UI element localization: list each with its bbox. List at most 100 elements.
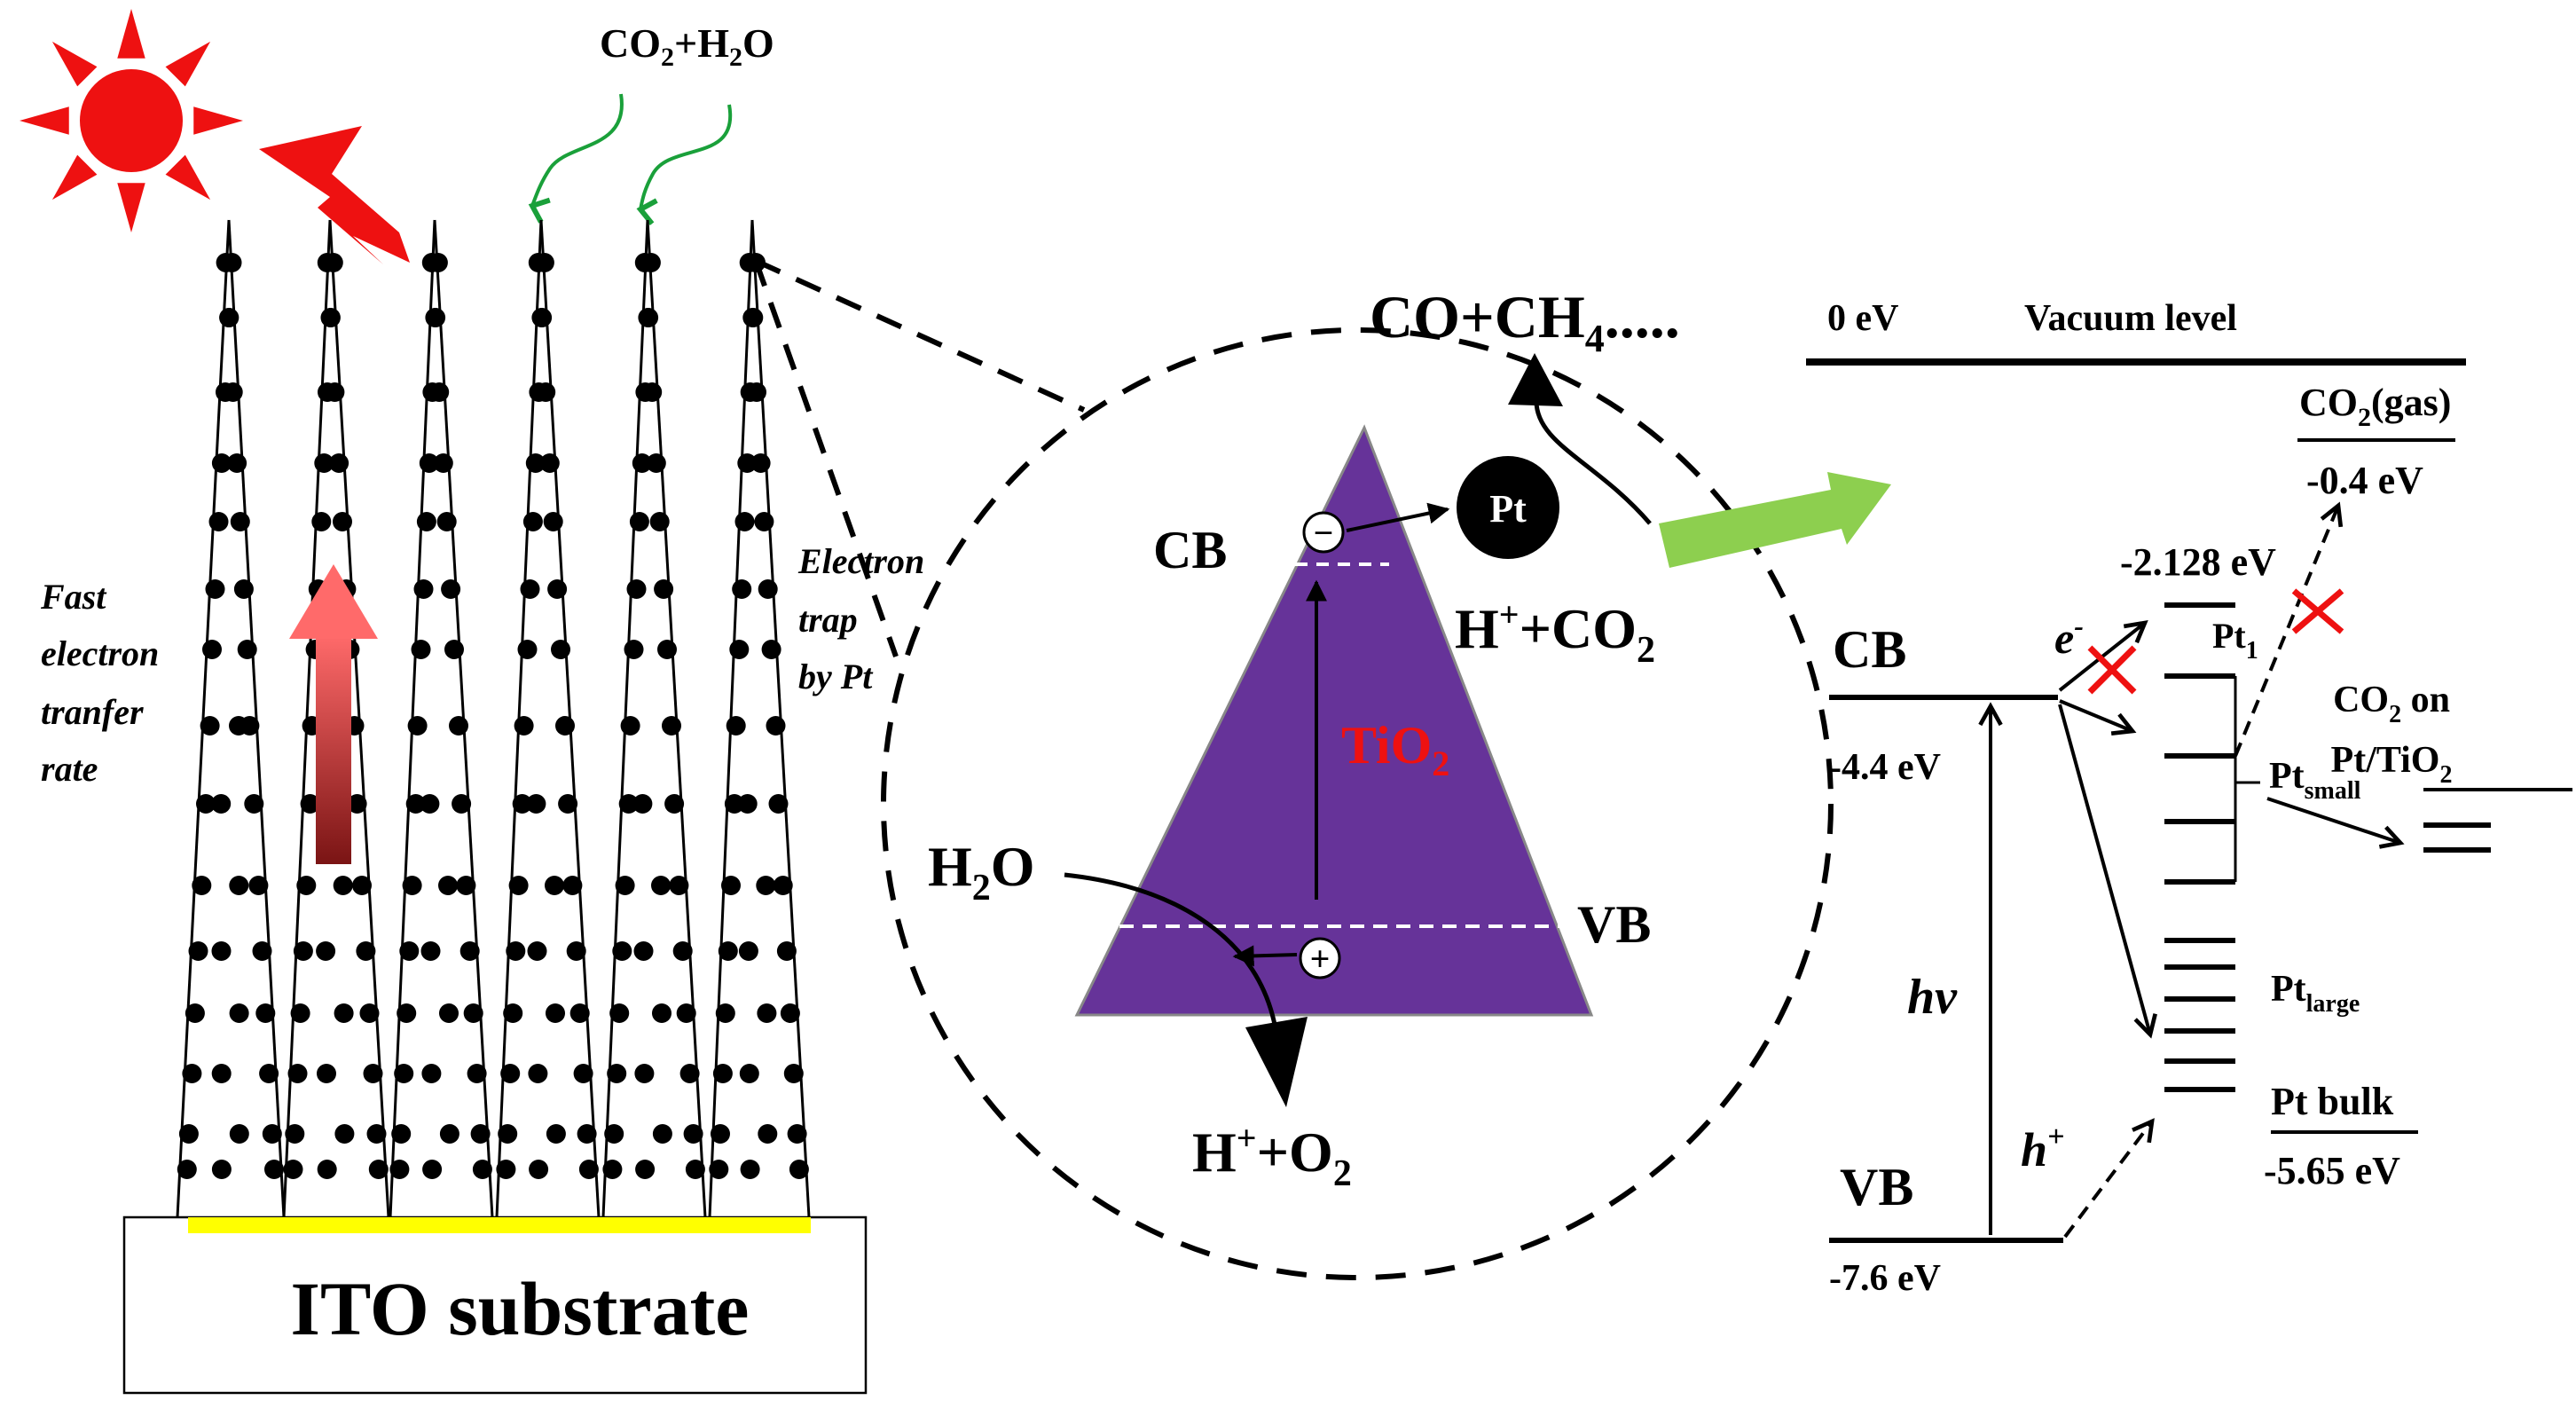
vb-label: VB (1577, 895, 1651, 954)
h2o-label: H2O (928, 835, 1035, 909)
pt-nanoparticle (739, 1064, 759, 1083)
pt-nanoparticle (397, 1003, 417, 1023)
pt-nanoparticle (761, 640, 781, 659)
pt-nanoparticle (296, 876, 317, 895)
pt-nanoparticle (463, 1003, 483, 1023)
pt-nanoparticle (642, 382, 663, 402)
pt-nanoparticle (449, 716, 468, 736)
pt-nanoparticle (787, 1124, 807, 1144)
pt-nanoparticle (632, 453, 652, 473)
pt-nanoparticle (320, 308, 341, 327)
pt-nanoparticle (635, 1160, 656, 1179)
pt-nanoparticle (633, 941, 654, 961)
pt-nanoparticle (577, 1124, 597, 1144)
pt-nanoparticle (229, 1124, 249, 1144)
pt-nanoparticle (425, 308, 445, 327)
pt-nanoparticle (638, 308, 658, 327)
pt-nanoparticle (500, 1064, 521, 1083)
pt-nanoparticle (333, 876, 353, 895)
ito-substrate (122, 1215, 868, 1395)
electron-icon (1302, 511, 1345, 554)
pt-levels (2164, 602, 2235, 1092)
pt-nanoparticle (259, 1064, 279, 1083)
pt-nanoparticle (188, 941, 208, 961)
cb-right-label: CB (1833, 620, 1906, 679)
pt-nanoparticle (452, 794, 472, 814)
pt-nanoparticle (503, 1003, 523, 1023)
co2-gas-energy: -0.4 eV (2306, 459, 2423, 502)
pt-nanoparticle (208, 512, 229, 531)
pt-nanoparticle (317, 1064, 336, 1083)
pt-nanoparticle (429, 382, 450, 402)
pt-nanoparticle (185, 1003, 205, 1023)
pt1-label: Pt1 (2212, 616, 2258, 665)
pt-nanoparticle (293, 941, 313, 961)
pt-nanoparticle (314, 453, 334, 473)
pt-nanoparticle (626, 579, 647, 599)
svg-text:trap: trap (798, 600, 858, 640)
blocked-x-icon (2087, 645, 2137, 695)
pt-nanoparticle (416, 512, 436, 531)
pt-nanoparticle (573, 1064, 593, 1083)
pt-nanoparticle (747, 382, 766, 402)
products-label: CO+CH4..... (1370, 283, 1680, 360)
pt-nanoparticle (715, 1003, 735, 1023)
h-plus-label: h+ (2021, 1121, 2064, 1176)
sun-ray (193, 106, 243, 135)
pt-nanoparticle (363, 1064, 383, 1083)
zoom-line-bottom (753, 259, 899, 658)
pt-nanoparticle (539, 453, 560, 473)
pt-nanoparticle (391, 1124, 412, 1144)
pt-nanoparticle (394, 1064, 414, 1083)
pt-nanoparticle (508, 876, 529, 895)
co2-gas-label: CO2(gas) (2299, 381, 2451, 432)
svg-text:CO2+H2O: CO2+H2O (600, 20, 774, 72)
pt-nanoparticle (732, 579, 752, 599)
pt-nanoparticle (569, 1003, 590, 1023)
pt-nanoparticle (517, 640, 538, 659)
pt-nanoparticle (737, 453, 758, 473)
pt-nanoparticle (506, 941, 526, 961)
pt-nanoparticle (757, 1003, 777, 1023)
pt-nanoparticle (405, 794, 426, 814)
pt-nanoparticle (652, 1124, 672, 1144)
pt-nanoparticle (229, 716, 248, 736)
pt-nanoparticle (202, 640, 222, 659)
fast-electron-label: Fast electron tranfer rate (40, 577, 159, 789)
tio2-label: TiO2 (1341, 716, 1449, 783)
sun-icon (20, 9, 243, 232)
pt-nanoparticle (399, 941, 420, 961)
pt-nanoparticle (211, 794, 232, 814)
pt-nanoparticle (683, 1124, 703, 1144)
sun-ray (117, 9, 145, 59)
pt-nanoparticle (525, 453, 546, 473)
pt-nanoparticle (578, 1160, 599, 1179)
pt-nanoparticle (496, 1160, 516, 1179)
pt-nanoparticle (433, 453, 453, 473)
pt-nanoparticle (329, 453, 349, 473)
pt-nanoparticle (177, 1160, 197, 1179)
svg-text:Fast: Fast (40, 577, 107, 617)
pt-nanoparticle (669, 876, 689, 895)
pt-nanoparticle (317, 253, 337, 272)
pt-nanoparticle (436, 512, 457, 531)
pt-nanoparticle (528, 1064, 548, 1083)
reduction-arrow (1534, 398, 1652, 525)
pt-nanoparticle (676, 1003, 696, 1023)
pt-nanoparticle (776, 941, 797, 961)
pt-nanoparticle (718, 941, 738, 961)
pt-nanoparticle (546, 1124, 566, 1144)
pt-nanoparticle (740, 1160, 760, 1179)
pt-nanoparticle (729, 640, 750, 659)
co2-on-label: CO2 on (2333, 680, 2450, 728)
pt-nanoparticle (244, 794, 264, 814)
pt-nanoparticle (411, 640, 431, 659)
pt-nanoparticle (325, 382, 345, 402)
pt-nanoparticle (420, 794, 440, 814)
sun-ray (165, 41, 211, 87)
pt-nanoparticle (223, 382, 243, 402)
hole-sign: + (1310, 939, 1331, 979)
pt-nanoparticle (783, 1064, 804, 1083)
pt-nanoparticle (649, 512, 670, 531)
pt-nanoparticle (709, 1160, 729, 1179)
